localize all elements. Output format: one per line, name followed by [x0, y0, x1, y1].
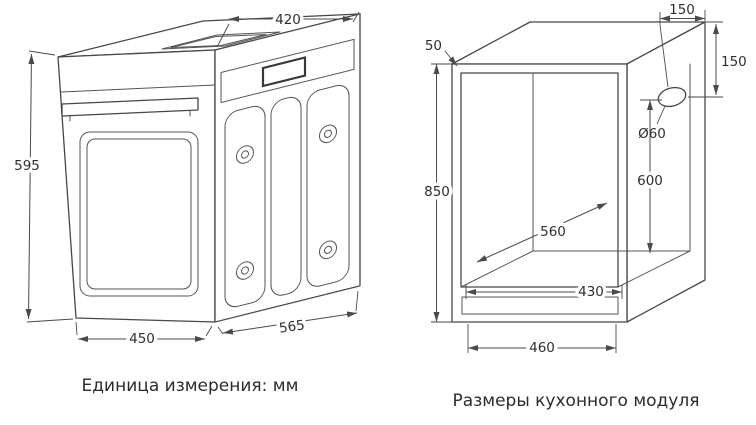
oven-door-top-line	[60, 84, 216, 93]
dim-label-plinth-width: 460	[529, 340, 555, 356]
caption-module: Размеры кухонного модуля	[453, 391, 700, 411]
dim-label-niche-depth: 560	[540, 224, 566, 240]
dim-cabinet-hole-side-offset: 150	[688, 21, 747, 98]
oven-top-vent-inner	[170, 34, 267, 48]
oven-door-glass-outer	[79, 131, 199, 297]
oven-drawing: 595 420 450 565	[11, 9, 361, 351]
dim-cabinet-plinth-width: 460	[467, 324, 617, 360]
cabinet-plinth-recess	[461, 296, 619, 315]
oven-screw-top-left-center	[241, 150, 249, 159]
dim-oven-height: 595	[11, 50, 74, 323]
dim-cabinet-total-height: 850	[421, 63, 453, 323]
dim-label-oven-height: 595	[14, 158, 40, 174]
extension-lines	[26, 50, 74, 323]
dim-oven-top-width: 420	[216, 9, 360, 48]
dimension-line	[222, 311, 358, 335]
oven-screw-bottom-left	[236, 261, 254, 280]
oven-screw-top-right-center	[324, 129, 332, 138]
oven-door-section-middle	[270, 96, 302, 296]
oven-door-glass-inner	[86, 138, 192, 290]
oven-door-section-left	[224, 105, 266, 308]
caption-units: Единица измерения: мм	[82, 376, 299, 396]
dimension-line	[25, 53, 35, 320]
dim-label-panel-thickness: 50	[425, 38, 442, 54]
dim-cabinet-hole-top-offset: 150	[659, 2, 706, 88]
dim-label-hole-diameter: Ø60	[638, 126, 666, 142]
dim-cabinet-panel-thickness: 50	[425, 38, 458, 67]
extension-lines	[75, 321, 213, 337]
oven-screw-bottom-right-center	[324, 245, 332, 254]
dim-label-hole-top-offset: 150	[669, 2, 695, 18]
cabinet-cable-hole	[657, 86, 687, 108]
oven-screw-top-left	[236, 145, 254, 164]
oven-screw-bottom-left-center	[241, 266, 249, 275]
oven-display	[261, 56, 307, 88]
oven-side-group	[214, 13, 361, 323]
dim-oven-front-width: 450	[75, 321, 213, 351]
dim-cabinet-niche-height: 600	[634, 99, 666, 253]
extension-lines	[216, 11, 360, 48]
leader-arrow	[444, 50, 458, 67]
dimension-line	[476, 202, 608, 263]
dim-cabinet-recess-width: 430	[465, 281, 623, 304]
dim-cabinet-niche-depth: 560	[476, 202, 608, 263]
oven-control-panel	[220, 38, 355, 104]
dim-label-recess-width: 430	[578, 284, 604, 300]
extension-lines	[688, 21, 723, 98]
dim-label-oven-top-width: 420	[275, 12, 301, 28]
cabinet-opening	[460, 72, 619, 288]
dim-label-oven-front-width: 450	[129, 331, 155, 347]
oven-door-section-right	[306, 84, 350, 287]
extension-lines	[217, 290, 359, 335]
cabinet-drawing: Ø60 50 850 600 560 430	[421, 2, 747, 360]
dim-label-hole-side-offset: 150	[721, 54, 747, 70]
oven-handle	[61, 97, 199, 117]
oven-screw-top-right	[319, 124, 337, 144]
dim-label-oven-depth: 565	[278, 317, 306, 336]
oven-top-vent-outer	[161, 31, 281, 50]
oven-screw-bottom-right	[319, 240, 337, 260]
dim-label-total-height: 850	[424, 184, 450, 200]
dim-label-niche-height: 600	[637, 173, 663, 189]
hole-leader-line	[656, 105, 666, 125]
oven-handle-mounts	[69, 110, 191, 122]
